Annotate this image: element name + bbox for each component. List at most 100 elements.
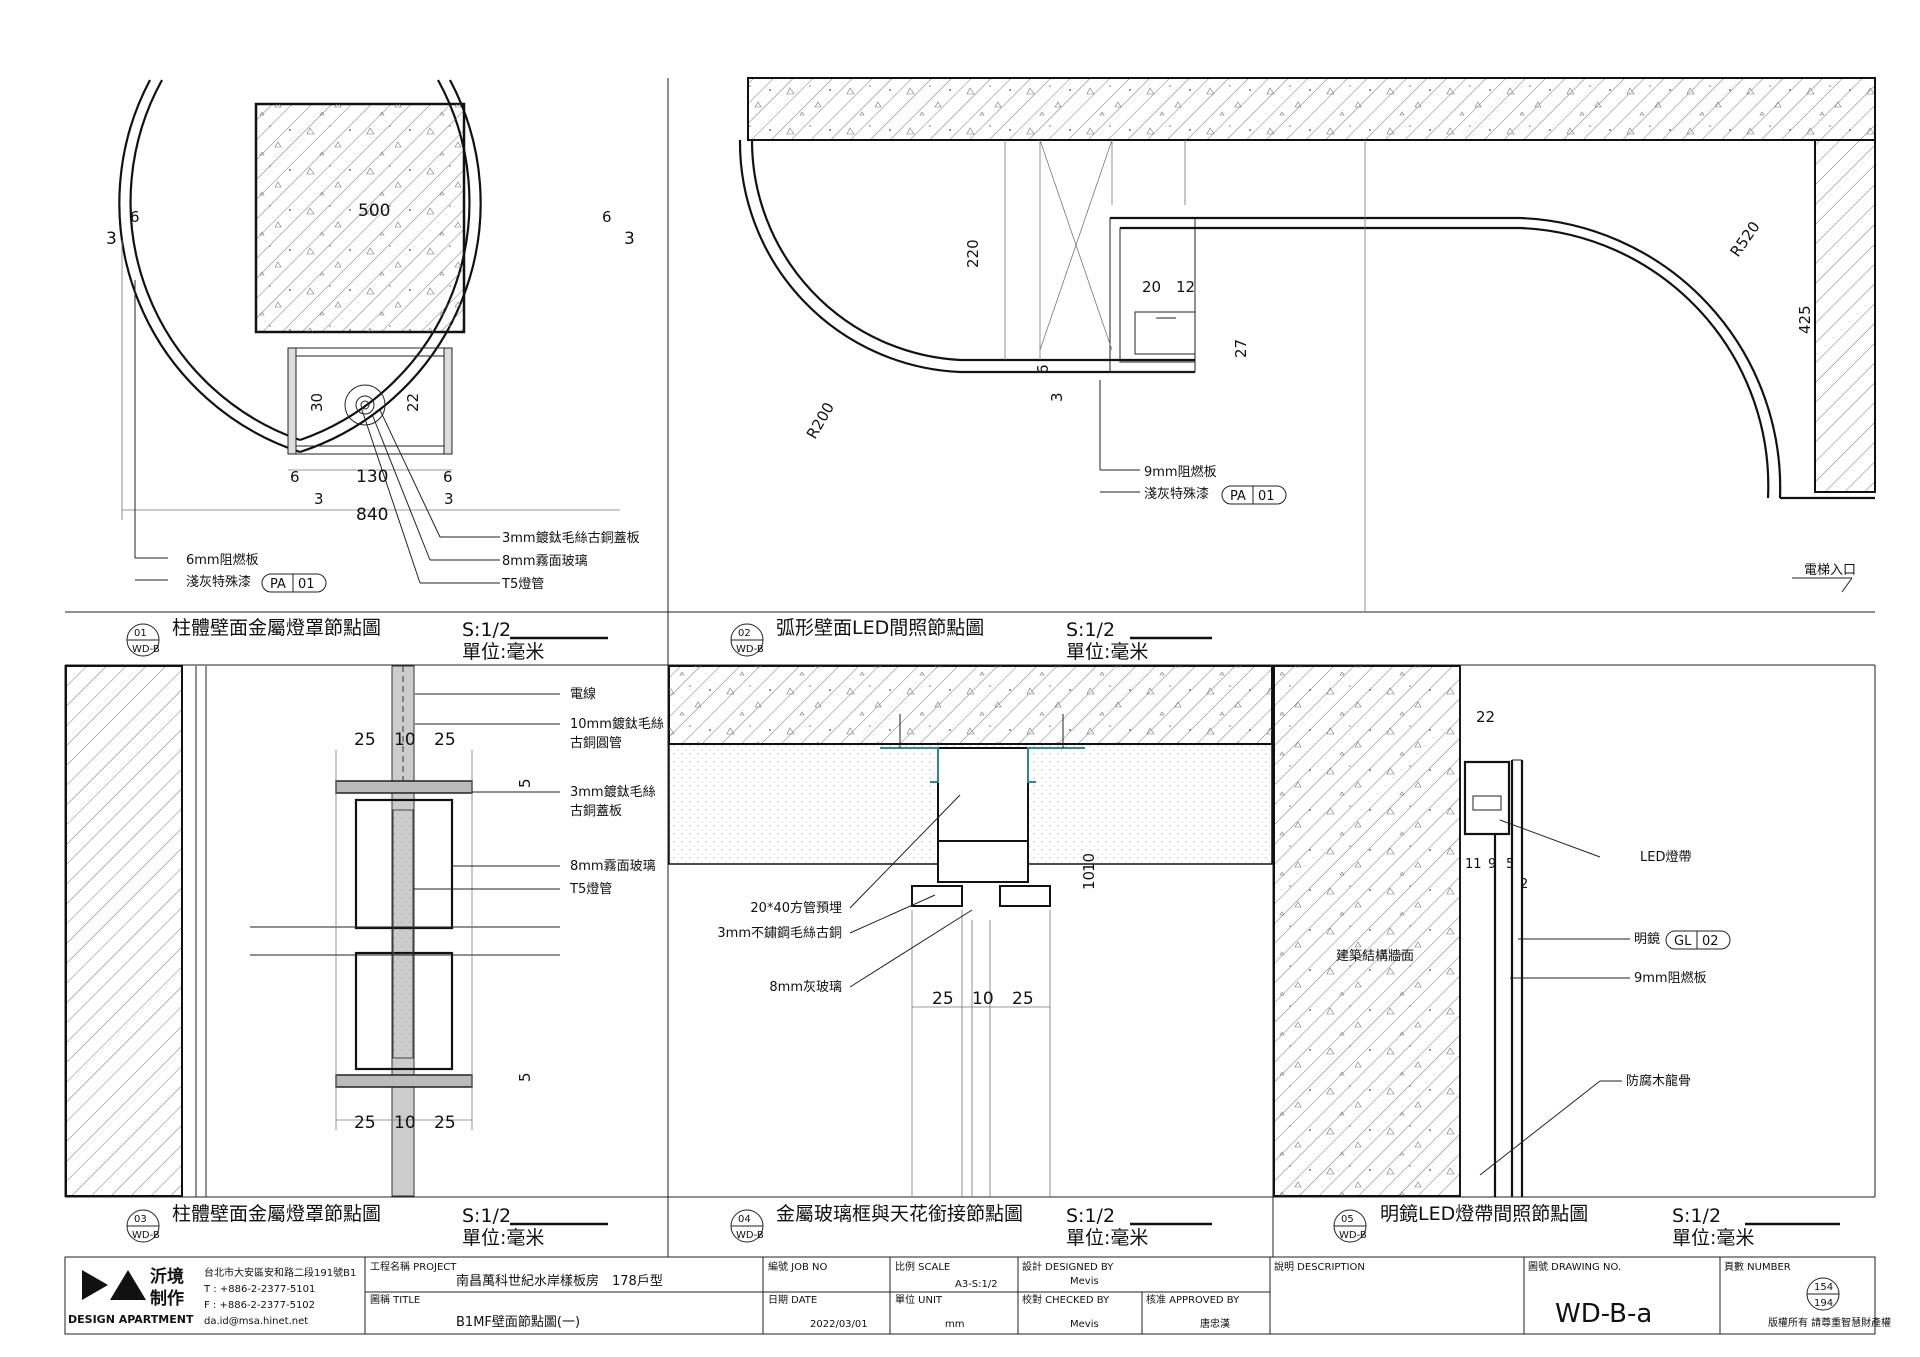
detail-02-scale: S:1/2 (1066, 619, 1115, 641)
detail-03-number: 03 (134, 1214, 147, 1225)
unit-value: mm (945, 1319, 964, 1330)
project-name: 南昌萬科世紀水岸樣板房 178戶型 (456, 1273, 663, 1289)
dim-5: 5 (1506, 857, 1514, 872)
drawing-no: WD-B-a (1555, 1299, 1652, 1329)
dim-10-b: 10 (1080, 853, 1098, 872)
note-wire: 電線 (570, 686, 596, 702)
dim-3-bottom-right: 3 (444, 490, 454, 508)
note-10mm-tube-1: 10mm鍍鈦毛絲 (570, 716, 664, 732)
note-wood-frame: 防腐木龍骨 (1626, 1073, 1691, 1089)
detail-01-labels: 500 840 130 6 6 3 3 30 22 6 6 3 3 6mm阻燃板… (106, 201, 640, 593)
dim-3: 3 (1048, 392, 1066, 402)
approved-value: 唐忠漢 (1200, 1317, 1230, 1330)
dim-6: 6 (1034, 364, 1052, 374)
dim-10-a: 10 (1080, 871, 1098, 890)
dim-r520: R520 (1727, 218, 1764, 260)
detail-03-sheet: WD-B (132, 1230, 160, 1241)
note-9mm-board-2: 9mm阻燃板 (1634, 970, 1707, 986)
dim-6-bottom-left: 6 (290, 468, 300, 486)
note-frosted-glass-2: 8mm霧面玻璃 (570, 859, 656, 874)
detail-05-unit: 單位:毫米 (1672, 1227, 1754, 1249)
note-bronze-cover: 3mm鍍鈦毛絲古銅蓋板 (502, 530, 640, 546)
dim-3-bottom-left: 3 (314, 490, 324, 508)
detail-02-unit: 單位:毫米 (1066, 641, 1148, 663)
detail-01-sheet: WD-B (132, 644, 160, 655)
tag-gl-02-code: GL (1674, 934, 1692, 949)
dim-9: 9 (1488, 857, 1496, 872)
dim-30: 30 (308, 393, 326, 412)
detail-04-number: 04 (738, 1214, 751, 1225)
dim-25-top-left: 25 (354, 730, 376, 750)
dim-25-bottom-right: 25 (434, 1113, 456, 1133)
note-10mm-tube-2: 古銅圓管 (570, 736, 622, 751)
dim-500: 500 (358, 201, 390, 221)
tag-pa-01-no: 01 (298, 577, 315, 592)
date-value: 2022/03/01 (810, 1319, 868, 1330)
note-t5-tube: T5燈管 (501, 577, 544, 592)
detail-03-scale: S:1/2 (462, 1205, 511, 1227)
title-label: 圖稱 TITLE (370, 1294, 420, 1306)
dim-130: 130 (356, 467, 388, 487)
logo-cn-line1: 沂境 (150, 1266, 184, 1287)
unit-label: 單位 UNIT (895, 1293, 943, 1306)
title-block-frame (64, 1256, 1876, 1335)
drawing-title: B1MF壁面節點圖(一) (456, 1315, 580, 1330)
tag-gl-02-no: 02 (1702, 934, 1719, 949)
dim-27: 27 (1232, 339, 1250, 358)
note-9mm-board: 9mm阻燃板 (1144, 464, 1217, 480)
note-3mm-cover-1: 3mm鍍鈦毛絲 (570, 784, 656, 800)
detail-05-sheet: WD-B (1339, 1230, 1367, 1241)
dim-25-bottom-left: 25 (354, 1113, 376, 1133)
detail-02-drawing (738, 77, 1876, 612)
note-grey-glass: 8mm灰玻璃 (769, 980, 842, 995)
title-block: 沂境 制作 DESIGN APARTMENT 台北市大安區安和路二段191號B1… (68, 1260, 1891, 1330)
logo-cn-line2: 制作 (150, 1288, 184, 1309)
note-3mm-cover-2: 古銅蓋板 (570, 804, 622, 819)
dim-3-right: 3 (624, 229, 635, 249)
dim-6-right: 6 (602, 208, 612, 226)
company-email: da.id@msa.hinet.net (204, 1316, 308, 1327)
detail-01-drawing (118, 79, 620, 584)
detail-05-number: 05 (1341, 1214, 1354, 1225)
dim-25-right: 25 (1012, 989, 1034, 1009)
dim-10-top: 10 (394, 730, 416, 750)
note-led-strip: LED燈帶 (1640, 850, 1691, 865)
note-stainless-bronze: 3mm不鏽鋼毛絲古銅 (717, 926, 842, 941)
designed-label: 設計 DESIGNED BY (1022, 1260, 1114, 1273)
detail-05-labels: 22 11 9 5 2 LED燈帶 明鏡 GL 02 9mm阻燃板 防腐木龍骨 … (1336, 708, 1731, 1089)
detail-05-title: 明鏡LED燈帶間照節點圖 (1380, 1203, 1588, 1225)
dim-5-bottom: 5 (516, 1072, 534, 1082)
dim-2: 2 (1520, 877, 1528, 892)
detail-05-drawing (1273, 665, 1630, 1197)
detail-02-sheet: WD-B (736, 644, 764, 655)
dim-3-left: 3 (106, 229, 117, 249)
dim-r200: R200 (803, 399, 838, 442)
dim-12: 12 (1176, 278, 1195, 296)
date-label: 日期 DATE (768, 1294, 817, 1306)
designed-value: Mevis (1070, 1276, 1099, 1287)
description-label: 說明 DESCRIPTION (1274, 1260, 1365, 1273)
detail-01-scale: S:1/2 (462, 619, 511, 641)
dim-840: 840 (356, 505, 388, 525)
note-grey-paint-2: 淺灰特殊漆 (1144, 486, 1209, 502)
note-frosted-glass: 8mm霧面玻璃 (502, 554, 588, 569)
company-tel: T : +886-2-2377-5101 (203, 1284, 315, 1295)
detail-03-title: 柱體壁面金屬燈罩節點圖 (172, 1203, 381, 1225)
dim-11: 11 (1465, 857, 1482, 872)
note-elevator-entrance: 電梯入口 (1804, 563, 1856, 578)
jobno-label: 編號 JOB NO (768, 1260, 828, 1273)
detail-04-labels: 10 10 25 10 25 20*40方管預埋 3mm不鏽鋼毛絲古銅 8mm灰… (717, 853, 1098, 1009)
project-label: 工程名稱 PROJECT (370, 1260, 457, 1273)
note-square-tube: 20*40方管預埋 (750, 900, 842, 916)
detail-04-scale: S:1/2 (1066, 1205, 1115, 1227)
page-number: 154 (1814, 1282, 1833, 1293)
dim-22: 22 (1476, 708, 1495, 726)
detail-03-labels: 25 10 25 5 5 25 10 25 電線 10mm鍍鈦毛絲 古銅圓管 3… (354, 686, 664, 1133)
scale-label: 比例 SCALE (895, 1260, 950, 1273)
tag-pa-01b-code: PA (1230, 489, 1246, 504)
company-fax: F : +886-2-2377-5102 (204, 1300, 315, 1311)
detail-04-sheet: WD-B (736, 1230, 764, 1241)
detail-01-title: 柱體壁面金屬燈罩節點圖 (172, 617, 381, 639)
detail-03-drawing (65, 665, 560, 1197)
